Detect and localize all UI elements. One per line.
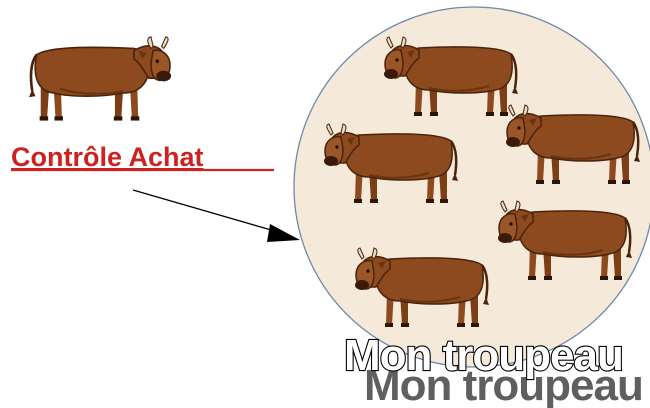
cow-icon <box>29 37 171 121</box>
purchase-control-label: Contrôle Achat <box>11 142 204 172</box>
herd-title: Mon troupeau <box>344 331 623 380</box>
arrow-line <box>133 190 278 232</box>
arrow-head <box>267 224 300 242</box>
